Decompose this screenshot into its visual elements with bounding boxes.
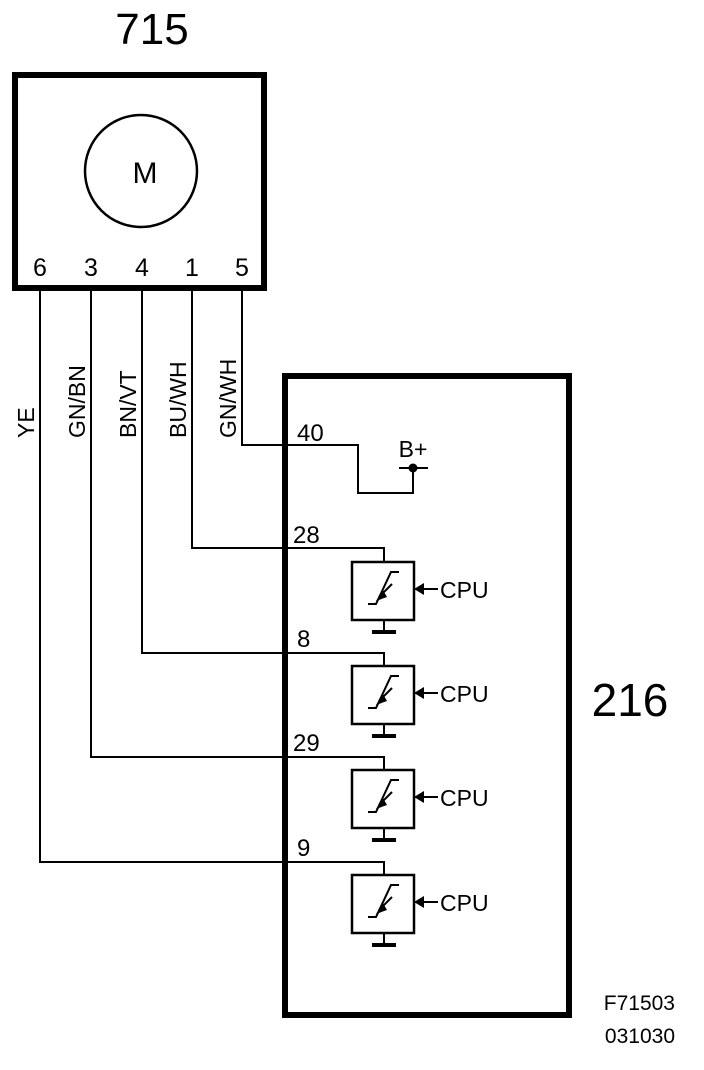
motor-pin-3: 3	[84, 254, 98, 282]
arrow-left-icon	[414, 687, 424, 699]
wire-color-label: BU/WH	[165, 361, 191, 438]
motor-pin-4: 4	[135, 254, 149, 282]
wire-color-label: GN/BN	[64, 365, 90, 438]
terminal-number: 40	[297, 420, 324, 447]
driver-input-label: CPU	[440, 785, 489, 811]
motor-symbol: M	[133, 157, 158, 190]
motor-unit-box	[12, 72, 267, 291]
motor-unit-id: 715	[115, 5, 188, 54]
wire-ye	[39, 288, 385, 876]
motor-pin-6: 6	[33, 254, 47, 282]
wire-gn-bn	[90, 288, 385, 770]
driver-input-label: CPU	[440, 577, 489, 603]
wire-color-label: GN/WH	[215, 359, 241, 438]
arrow-left-icon	[414, 583, 424, 595]
driver-input-label: CPU	[440, 681, 489, 707]
wire-color-label: YE	[13, 407, 39, 438]
figure-date: 031030	[605, 1025, 675, 1048]
driver-input-label: CPU	[440, 890, 489, 916]
wire-bu-wh	[191, 288, 385, 562]
wire-bn-vt	[141, 288, 385, 666]
motor-icon	[83, 113, 199, 229]
terminal-number: 9	[297, 835, 310, 862]
figure-code: F71503	[604, 992, 675, 1015]
supply-label: B+	[399, 436, 428, 462]
terminal-number: 8	[297, 626, 310, 653]
motor-pin-1: 1	[185, 254, 199, 282]
motor-pin-5: 5	[235, 254, 249, 282]
arrow-left-icon	[414, 896, 424, 908]
terminal-number: 28	[293, 522, 320, 549]
wire-color-label: BN/VT	[115, 370, 141, 438]
driver-block-3: CPU	[350, 768, 489, 842]
control-unit-id: 216	[592, 674, 669, 726]
driver-block-1: CPU	[350, 560, 489, 634]
driver-block-2: CPU	[350, 664, 489, 738]
control-unit-box	[282, 373, 572, 1018]
arrow-left-icon	[414, 791, 424, 803]
wire-gn-wh	[241, 288, 414, 494]
terminal-number: 29	[293, 730, 320, 757]
driver-block-4: CPU	[350, 873, 489, 947]
